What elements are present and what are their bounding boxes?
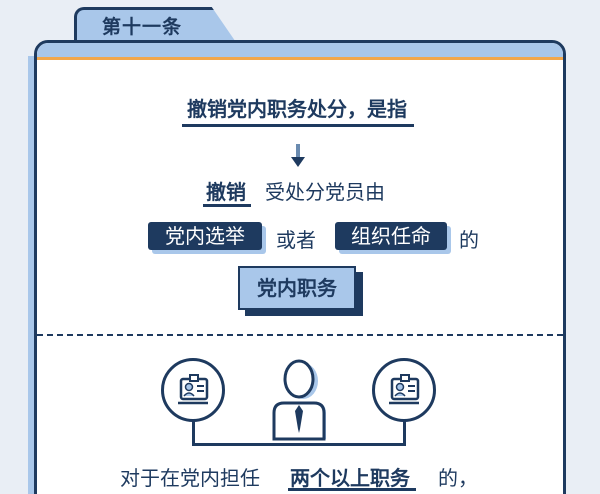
line1-text: 受处分党员由 [265,180,385,204]
card-shadow-bar [28,56,34,494]
card-orange-stripe [37,57,563,60]
pill-org-appointment: 组织任命 [335,222,447,250]
bottom-prefix: 对于在党内担任 [120,466,260,490]
connector-line [192,420,406,446]
article-tab-label: 第十一条 [102,16,183,38]
headline-underline [182,124,414,127]
id-card-icon [372,358,436,422]
id-card-icon [161,358,225,422]
party-position-box: 党内职务 [238,266,356,310]
line2-or: 或者 [276,228,316,252]
person-tie-icon [272,359,326,441]
line2-of: 的 [459,228,479,252]
bottom-keyword: 两个以上职务 [290,466,410,490]
bottom-suffix: 的， [438,466,478,490]
revoke-underline [203,204,251,207]
bottom-keyword-underline [288,488,416,491]
arrow-down-icon [291,144,305,167]
card-top-band [37,43,563,57]
pill-party-election: 党内选举 [148,222,262,250]
headline: 撤销党内职务处分，是指 [187,97,407,121]
dashed-divider [37,334,563,336]
revoke-keyword: 撤销 [206,180,246,204]
